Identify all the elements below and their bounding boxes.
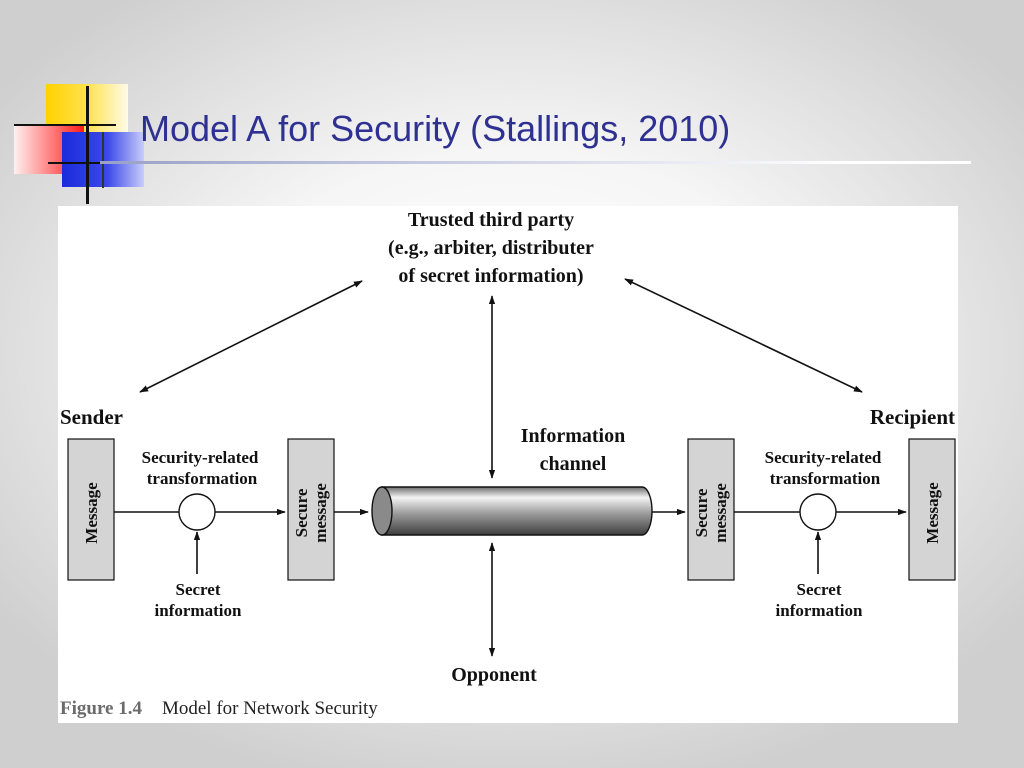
left-secret-line2: information (155, 601, 242, 620)
left-transformation-line1: Security-related (142, 448, 259, 467)
recipient-secure-line2: message (711, 483, 730, 543)
sender-secure-message-box (287, 438, 335, 581)
figure-panel: Trusted third party (e.g., arbiter, dist… (58, 206, 958, 723)
channel-label-line2: channel (540, 453, 607, 475)
logo-horizontal-line (14, 124, 116, 126)
recipient-secure-line1: Secure (692, 488, 711, 537)
title-underline (100, 161, 971, 164)
left-transformation-circle (178, 493, 216, 531)
opponent-label: Opponent (451, 664, 537, 686)
left-transformation-line2: transformation (147, 469, 258, 488)
sender-secure-line1: Secure (292, 488, 311, 537)
sender-trusted-arrow (139, 280, 363, 393)
right-transformation-line2: transformation (770, 469, 881, 488)
left-secret-line1: Secret (176, 580, 221, 599)
figure-caption: Figure 1.4 Model for Network Security (60, 698, 378, 720)
sender-message-box (67, 438, 115, 581)
trusted-party-line1: Trusted third party (408, 209, 574, 231)
information-channel-cylinder (371, 486, 653, 536)
recipient-message-text: Message (923, 482, 942, 544)
right-transformation-line1: Security-related (765, 448, 882, 467)
trusted-recipient-arrow (624, 278, 863, 393)
figure-caption-text: Model for Network Security (161, 698, 378, 719)
recipient-message-box (908, 438, 956, 581)
right-secret-line1: Secret (797, 580, 842, 599)
recipient-secure-message-box (687, 438, 735, 581)
trusted-party-line3: of secret information) (398, 265, 583, 287)
sender-message-text: Message (82, 482, 101, 544)
recipient-label: Recipient (870, 405, 955, 429)
logo-vertical-line-short (102, 132, 104, 188)
logo-vertical-line (86, 86, 89, 204)
slide-title: Model A for Security (Stallings, 2010) (140, 108, 731, 149)
channel-label-line1: Information (521, 425, 625, 447)
network-security-diagram: Trusted third party (e.g., arbiter, dist… (60, 209, 956, 686)
trusted-party-line2: (e.g., arbiter, distributer (388, 237, 594, 259)
sender-secure-line2: message (311, 483, 330, 543)
decorative-logo (0, 0, 160, 210)
right-transformation-circle (799, 493, 837, 531)
logo-horizontal-line-lower (48, 162, 140, 164)
sender-label: Sender (60, 405, 123, 429)
right-secret-line2: information (776, 601, 863, 620)
figure-number: Figure 1.4 (60, 698, 142, 719)
